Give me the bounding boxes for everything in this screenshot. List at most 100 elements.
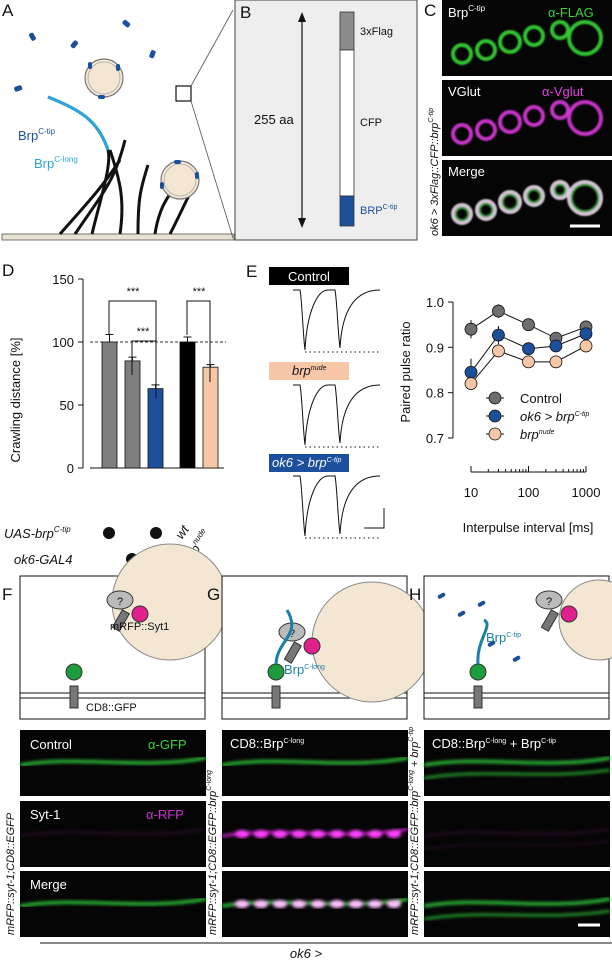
- brp-c-long-strand: [47, 95, 110, 151]
- panel-a-schematic: BrpC-tip BrpC-long: [1, 9, 235, 241]
- trace-scale-bar: [364, 508, 385, 529]
- g-genotype: mRFP::syt-1;CD8::EGFP::brpC-long: [206, 770, 219, 935]
- bouton-inner: [455, 207, 469, 221]
- unknown-partner: [106, 590, 134, 610]
- panel-h-schematic: ?BrpC-tip: [423, 575, 612, 720]
- d-sig-label: ***: [127, 286, 141, 298]
- brp-c-tip-fragment: [512, 655, 521, 662]
- d-sig-bracket: [108, 300, 157, 398]
- panel-e: E Control brpnude ok6 > brpC-tip Paired …: [246, 262, 600, 539]
- axon-signal: [423, 840, 611, 850]
- fluorescence-signal: [423, 897, 611, 920]
- length-label: 255 aa: [254, 112, 295, 127]
- brp-c-tip-fragment: [457, 610, 466, 617]
- d-sig-bracket: [131, 340, 156, 375]
- e-ytick-label: 0.7: [426, 431, 444, 446]
- panel-label-f: F: [2, 585, 12, 604]
- bouton: [567, 20, 603, 56]
- syt1-protein: [283, 641, 303, 664]
- c-ch1-left: BrpC-tip: [448, 4, 486, 20]
- fluorescence-signal: [19, 756, 207, 767]
- genotype-dot: [103, 527, 115, 539]
- boutons: [451, 100, 603, 145]
- e-ytick-label: 0.9: [426, 340, 444, 355]
- fluorescence-signal: [221, 897, 409, 908]
- axon-signal: [19, 827, 207, 838]
- bouton: [567, 180, 603, 216]
- e-data-point: [522, 318, 535, 332]
- d-error-bar: [183, 336, 192, 342]
- legend-marker: [488, 409, 502, 423]
- panel-label-a: A: [2, 1, 14, 20]
- syt1-cluster: [292, 830, 306, 838]
- fluorescence-signal: [423, 756, 611, 779]
- brp-c-tip-fragment: [437, 592, 446, 599]
- d-bar: [179, 341, 196, 469]
- syt1-protein: [540, 609, 560, 632]
- rfp-marker: [560, 605, 578, 623]
- cd8-receptor: [271, 685, 281, 709]
- panel-h-micrographs: [423, 730, 611, 937]
- label-brp-c-tip: BrpC-tip: [18, 127, 56, 143]
- label-mrfp-syt1: mRFP::Syt1: [110, 621, 169, 633]
- label: brp: [520, 427, 539, 442]
- e-ylabel: Paired pulse ratio: [398, 321, 413, 422]
- legend-label: brpnude: [520, 427, 554, 442]
- syt1-cluster: [292, 900, 306, 908]
- d-genotype-wt: wt: [172, 521, 193, 541]
- e-data-point: [492, 344, 505, 358]
- fluorescence-signal: [221, 756, 409, 767]
- d-sig-label: ***: [193, 286, 207, 298]
- cd8-receptor: [473, 685, 483, 709]
- d-ytick-label: 0: [67, 461, 74, 476]
- bouton: [498, 30, 522, 54]
- e-data-point: [492, 304, 505, 318]
- e-data-point: [549, 339, 563, 353]
- label: Brp: [284, 662, 304, 677]
- trace-label-ok6-bg: [269, 454, 349, 472]
- sup: nude: [539, 429, 555, 436]
- vesicle: [558, 579, 612, 661]
- bouton: [451, 123, 473, 145]
- bouton: [451, 203, 473, 225]
- bouton: [498, 110, 522, 134]
- e-data-point: [464, 377, 478, 391]
- bouton-inner: [571, 184, 599, 212]
- e-data-point: [579, 327, 593, 341]
- flag-domain: [339, 11, 355, 51]
- bouton-inner: [502, 194, 518, 210]
- syt1-cluster: [387, 830, 401, 838]
- panel-g-micrographs: [221, 730, 409, 937]
- sup: C-long: [408, 770, 415, 791]
- syt1-cluster: [330, 900, 344, 908]
- f-ch3-left: Merge: [30, 877, 67, 892]
- boutons: [451, 180, 603, 225]
- label: ok6 > brp: [520, 409, 575, 424]
- panel-f-micrographs: [19, 730, 207, 937]
- e-series: [464, 304, 593, 345]
- brp-label: BRPC-tip: [360, 204, 398, 217]
- label: CD8::Brp: [230, 736, 283, 751]
- bouton: [475, 39, 497, 61]
- e-data-point: [579, 339, 593, 353]
- e-ytick-label: 0.8: [426, 386, 444, 401]
- syt1-cluster: [311, 830, 325, 838]
- question-mark: ?: [546, 596, 552, 608]
- c-ch2-left: VGlut: [448, 84, 481, 99]
- epsc-trace: [293, 384, 381, 446]
- axon-signal: [19, 756, 207, 767]
- syt1-cluster: [387, 900, 401, 908]
- label: + Brp: [506, 736, 541, 751]
- label: Control: [520, 391, 562, 406]
- label: + brp: [409, 742, 421, 770]
- sup: nude: [190, 526, 208, 546]
- panel-label-d: D: [2, 261, 14, 280]
- f-ch2-left: Syt-1: [30, 807, 60, 822]
- syt1-protein: [111, 609, 131, 632]
- bouton: [550, 180, 570, 200]
- cd8-receptor: [69, 685, 79, 709]
- panel-label-h: H: [409, 585, 421, 604]
- trace-label-control-bg: [269, 267, 349, 285]
